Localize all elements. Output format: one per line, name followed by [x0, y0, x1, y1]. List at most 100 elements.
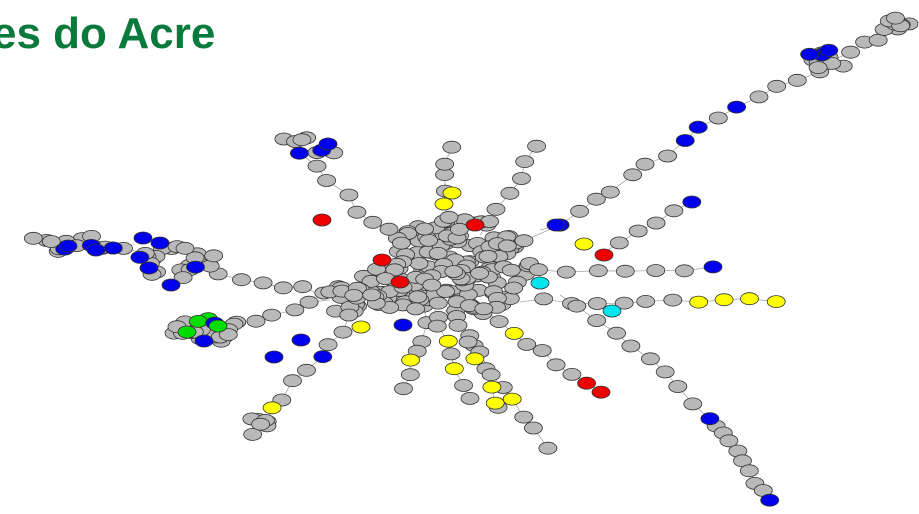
- network-node: [688, 120, 708, 134]
- network-node: [749, 90, 769, 104]
- network-node: [292, 133, 312, 147]
- network-node: [385, 263, 405, 277]
- network-node: [419, 233, 439, 247]
- network-node: [58, 239, 78, 253]
- network-node: [339, 188, 359, 202]
- network-node: [586, 192, 606, 206]
- network-node: [297, 363, 316, 377]
- network-node: [415, 222, 435, 236]
- network-node: [675, 264, 694, 278]
- network-node: [161, 278, 181, 292]
- network-node: [422, 278, 442, 292]
- network-node: [609, 236, 629, 250]
- network-node: [86, 243, 106, 257]
- network-node: [766, 295, 786, 309]
- network-node: [318, 137, 338, 151]
- network-node: [436, 285, 456, 298]
- network-node: [406, 302, 426, 316]
- network-node: [740, 292, 759, 306]
- network-node: [514, 234, 534, 248]
- network-node: [175, 241, 195, 255]
- network-node: [273, 281, 293, 295]
- network-node: [253, 276, 273, 290]
- network-node: [886, 11, 905, 25]
- network-node: [401, 353, 421, 367]
- network-node: [500, 186, 520, 200]
- network-node: [532, 344, 552, 357]
- network-node: [683, 397, 703, 411]
- network-node: [615, 264, 635, 278]
- network-node: [719, 434, 739, 448]
- network-node: [186, 260, 205, 274]
- network-node: [442, 140, 462, 154]
- network-node: [682, 195, 702, 209]
- network-node: [465, 352, 485, 366]
- network-node: [587, 314, 607, 327]
- network-node: [317, 174, 337, 187]
- network-node: [514, 410, 534, 424]
- network-node: [289, 146, 309, 160]
- network-node: [347, 205, 367, 219]
- network-node: [130, 250, 150, 264]
- slide-title: es do Acre: [0, 9, 216, 58]
- network-node: [390, 275, 410, 289]
- network-node: [264, 350, 284, 364]
- network-node: [408, 290, 428, 304]
- network-node: [204, 249, 224, 263]
- network-node: [515, 155, 535, 169]
- network-node: [739, 464, 759, 478]
- network-node: [333, 325, 353, 339]
- network-node: [251, 417, 271, 431]
- network-node: [474, 302, 494, 316]
- network-node: [502, 392, 522, 406]
- network-node: [478, 249, 498, 263]
- network-node: [444, 265, 464, 278]
- network-node: [283, 374, 302, 388]
- network-node: [344, 288, 364, 302]
- network-node: [527, 139, 546, 153]
- network-node: [574, 237, 594, 251]
- network-node: [262, 308, 282, 322]
- network-node: [800, 47, 819, 61]
- network-node: [485, 396, 505, 410]
- network-node: [470, 266, 490, 280]
- network-node: [394, 382, 413, 396]
- network-node: [646, 264, 666, 277]
- network-node: [208, 319, 228, 333]
- network-node: [570, 204, 589, 218]
- network-node: [577, 376, 596, 390]
- network-node: [379, 222, 399, 236]
- network-node: [428, 296, 448, 310]
- network-node: [517, 337, 537, 351]
- network-node: [438, 334, 458, 348]
- network-node: [489, 315, 509, 329]
- network-node: [607, 326, 626, 340]
- network-node: [139, 261, 159, 275]
- network-node: [177, 325, 197, 339]
- network-node: [460, 391, 480, 405]
- network-node: [393, 318, 413, 332]
- network-node: [808, 61, 828, 74]
- network-node: [591, 385, 611, 399]
- network-node: [524, 421, 543, 435]
- network-nodes: [23, 11, 919, 507]
- network-node: [602, 304, 622, 318]
- network-node: [689, 295, 709, 309]
- network-node: [594, 248, 614, 262]
- network-node: [435, 157, 455, 171]
- network-node: [391, 236, 411, 250]
- network-node: [641, 352, 660, 366]
- network-node: [658, 149, 677, 163]
- network-node: [439, 210, 459, 224]
- network-node: [363, 215, 383, 229]
- network-node: [727, 100, 746, 114]
- network-node: [819, 43, 839, 57]
- network-node: [351, 320, 371, 334]
- network-node: [444, 362, 464, 376]
- network-node: [530, 276, 550, 290]
- network-node: [291, 333, 311, 347]
- network-node: [318, 338, 338, 352]
- network-node: [538, 441, 558, 455]
- network-node: [534, 292, 554, 306]
- network-node: [362, 288, 382, 302]
